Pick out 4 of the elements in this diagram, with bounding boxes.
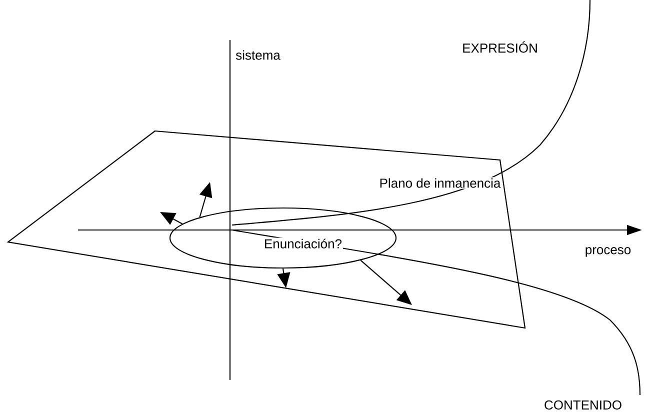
- axis-label: sistema: [236, 50, 280, 60]
- axis-label: proceso: [586, 247, 631, 257]
- axis-label: CONTENIDO: [544, 400, 622, 410]
- axis-label: EXPRESIÓN: [463, 41, 537, 53]
